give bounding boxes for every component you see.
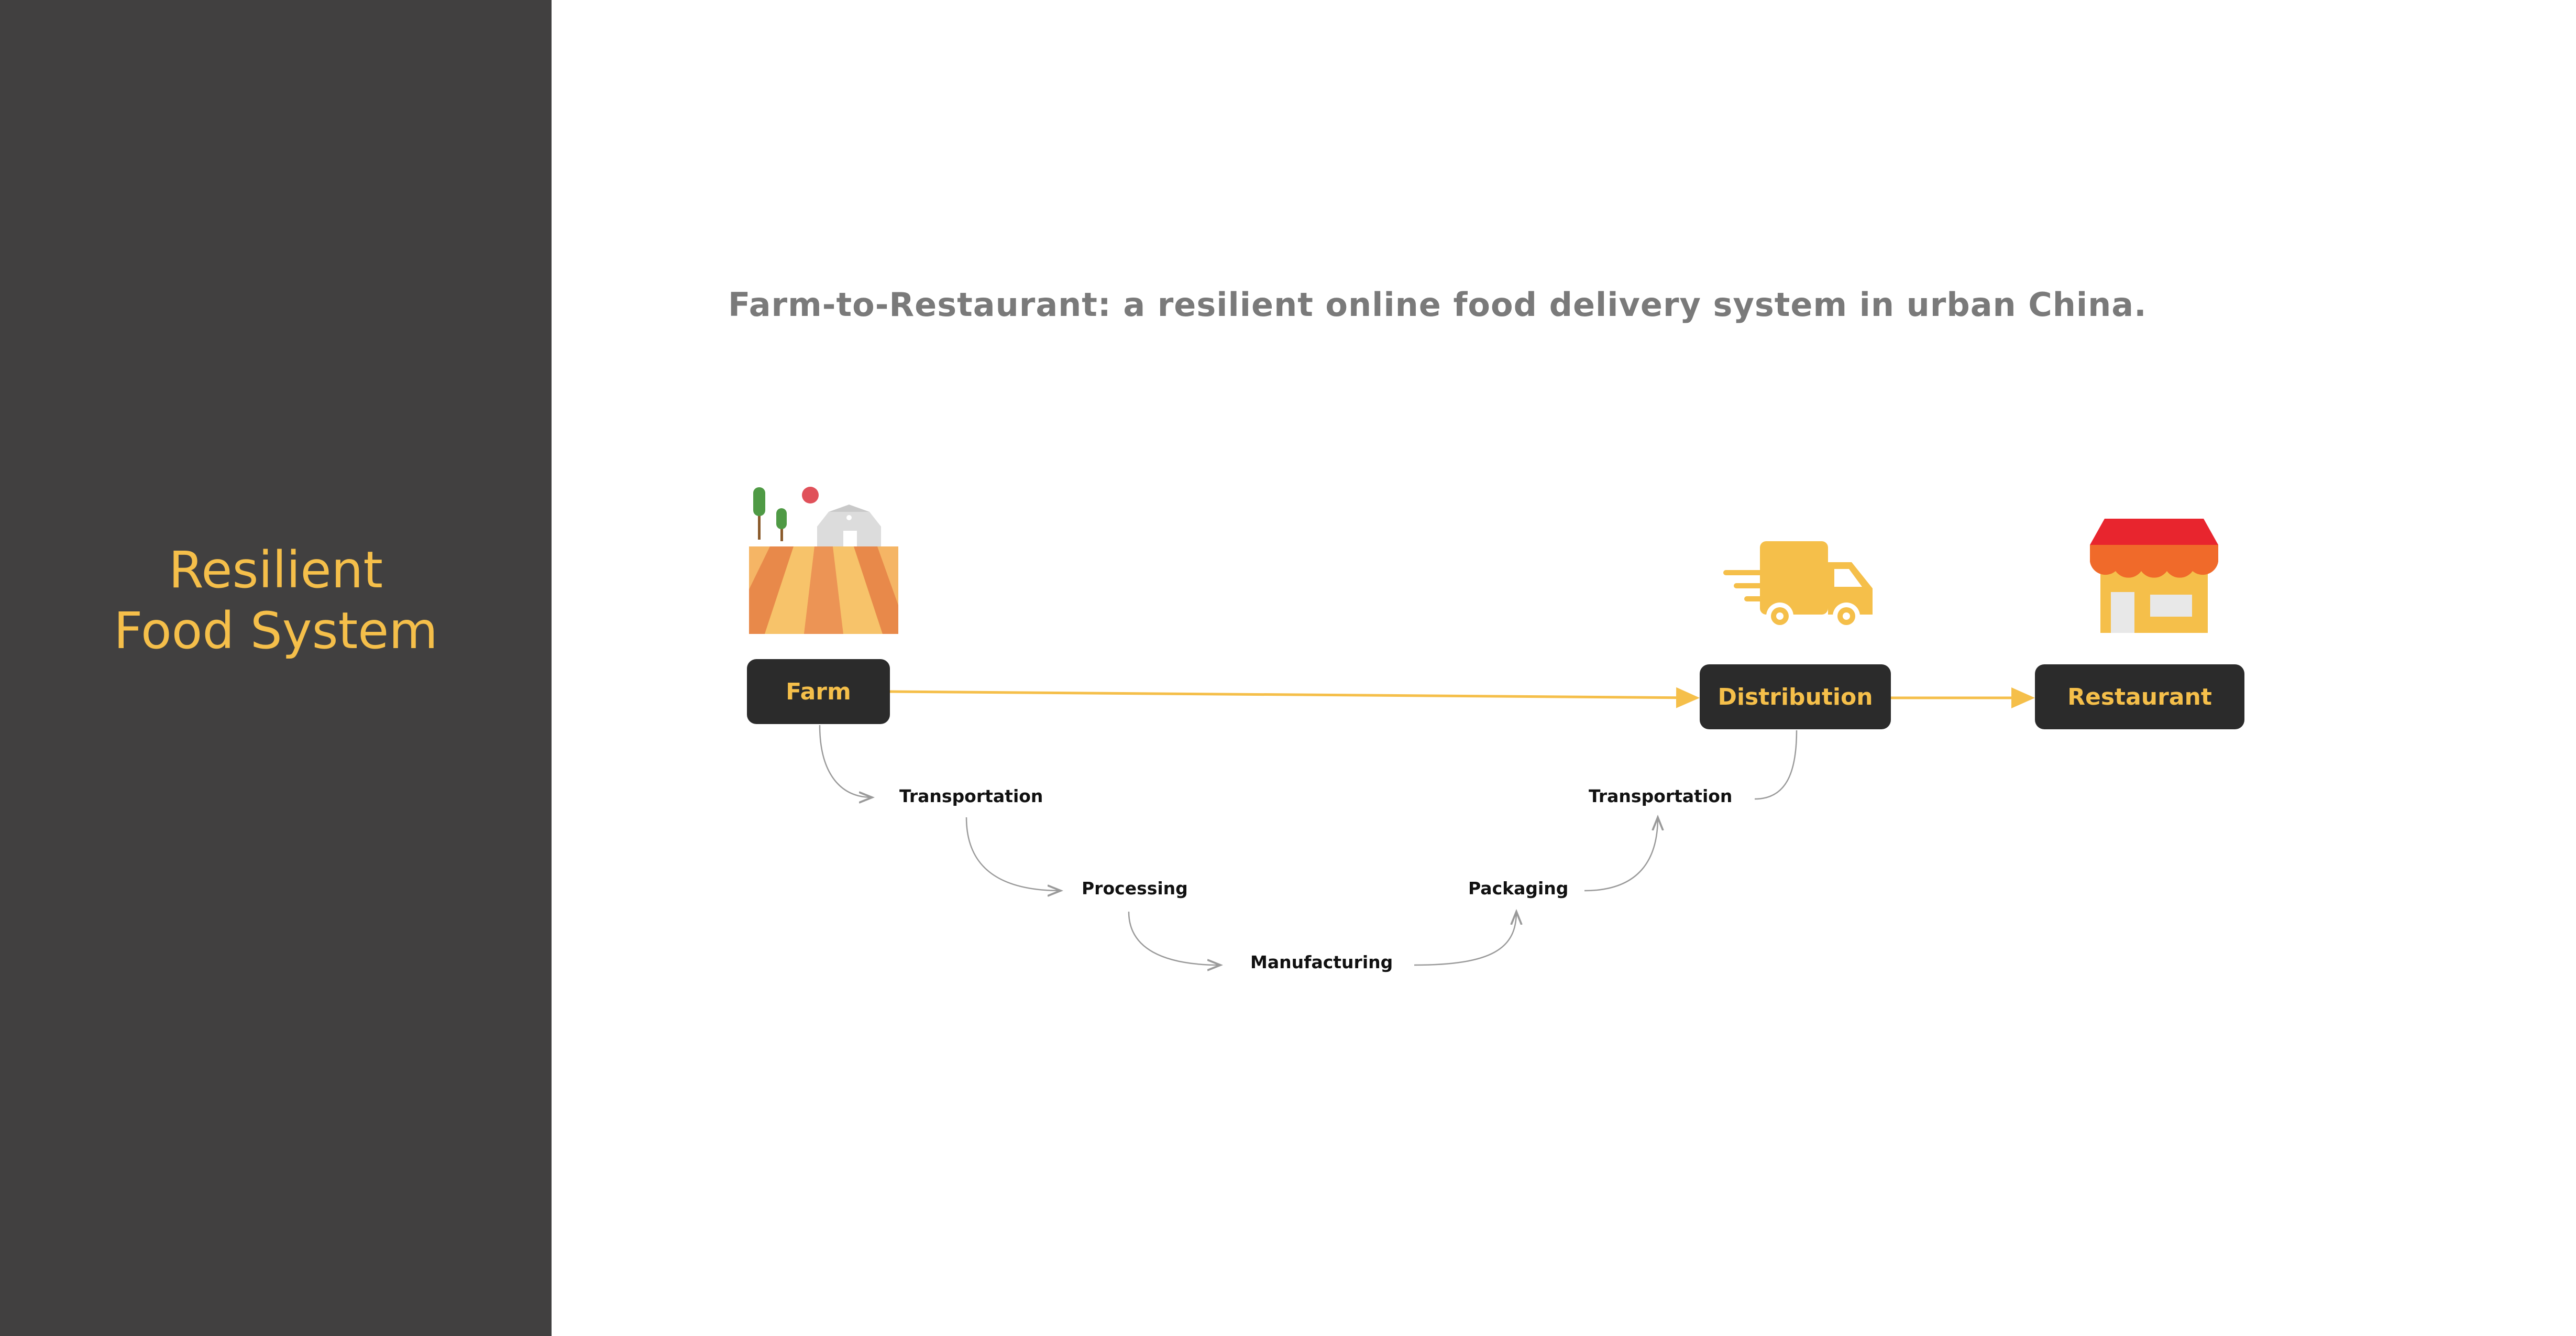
step-manufacturing: Manufacturing xyxy=(1250,952,1393,972)
delivery-truck-icon xyxy=(1723,541,1873,630)
sidebar-title-line-2: Food System xyxy=(114,601,438,660)
node-farm: Farm xyxy=(747,659,890,724)
arrow-farm-to-distribution xyxy=(889,687,1700,708)
connector-transportation-to-distribution xyxy=(1754,730,1798,800)
connector-transportation-to-processing xyxy=(965,817,1061,891)
step-transportation-2: Transportation xyxy=(1589,786,1733,806)
connector-packaging-to-transportation xyxy=(1584,817,1658,892)
step-transportation-1: Transportation xyxy=(899,786,1043,806)
connector-farm-to-transportation xyxy=(819,725,872,797)
sidebar-title-line-1: Resilient xyxy=(168,541,383,599)
step-processing: Processing xyxy=(1082,878,1188,899)
connector-manufacturing-to-packaging xyxy=(1414,912,1516,966)
connector-processing-to-manufacturing xyxy=(1128,911,1220,965)
page-title: Farm-to-Restaurant: a resilient online f… xyxy=(728,286,2147,324)
farm-field-icon xyxy=(749,487,898,634)
sidebar-title: Resilient Food System xyxy=(0,540,552,661)
node-distribution: Distribution xyxy=(1700,664,1891,729)
node-restaurant: Restaurant xyxy=(2035,664,2244,729)
storefront-icon xyxy=(2090,519,2218,633)
step-packaging: Packaging xyxy=(1468,878,1569,899)
sidebar: Resilient Food System xyxy=(0,0,552,1336)
